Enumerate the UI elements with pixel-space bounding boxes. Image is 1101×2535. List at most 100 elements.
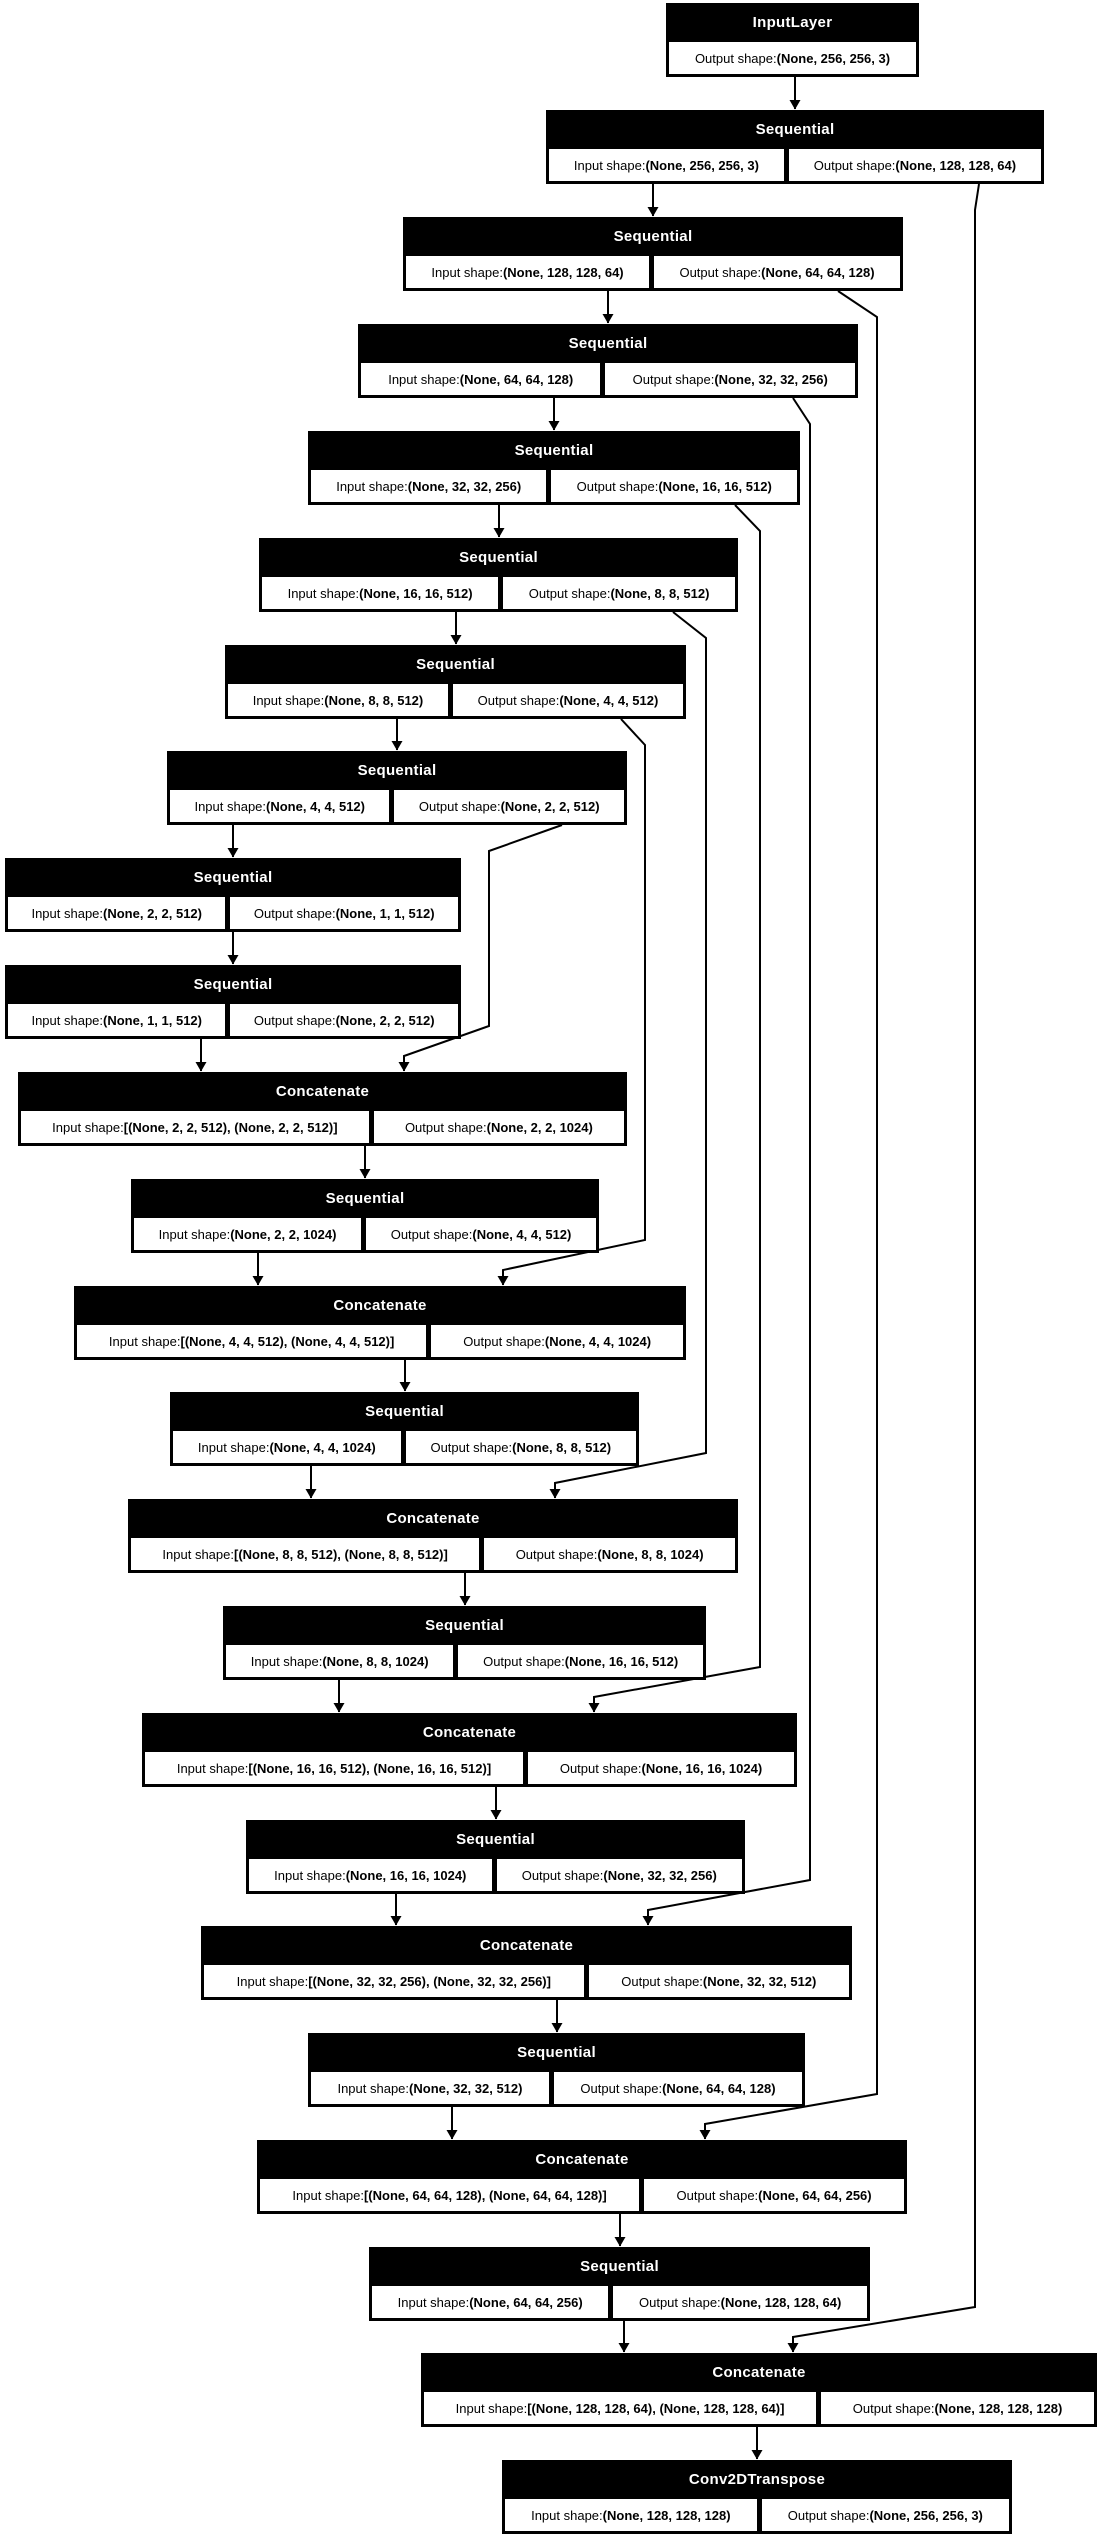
- edge-skip-6-12: [502, 718, 646, 1285]
- shape-value: [(None, 8, 8, 512), (None, 8, 8, 512)]: [233, 1546, 448, 1562]
- node-title: Concatenate: [712, 2363, 806, 2381]
- input-shape-cell: Input shape: [(None, 4, 4, 512), (None, …: [76, 1324, 428, 1358]
- shape-label: Input shape:: [431, 264, 503, 280]
- edge-chain-18-19-arrowhead: [551, 2023, 563, 2033]
- edge-chain-2-3-arrowhead: [602, 314, 614, 324]
- edge-skip-7-10: [403, 824, 563, 1071]
- node-shape-row: Input shape: (None, 64, 64, 256) Output s…: [371, 2285, 869, 2319]
- input-shape-cell: Input shape: (None, 128, 128, 64): [405, 255, 651, 289]
- edge-skip-3-18-arrowhead: [642, 1916, 654, 1926]
- shape-label: Output shape:: [813, 157, 896, 173]
- shape-value: [(None, 128, 128, 64), (None, 128, 128, …: [527, 2400, 785, 2416]
- input-shape-cell: Input shape: (None, 8, 8, 512): [227, 683, 449, 717]
- input-shape-cell: Input shape: [(None, 8, 8, 512), (None, …: [130, 1537, 481, 1571]
- shape-value: (None, 128, 128, 128): [602, 2507, 731, 2523]
- shape-label: Output shape:: [528, 585, 611, 601]
- node-title: Sequential: [514, 441, 594, 459]
- edge-skip-3-18: [647, 397, 811, 1925]
- shape-value: (None, 8, 8, 512): [610, 585, 710, 601]
- edge-chain-20-21-arrowhead: [614, 2237, 626, 2247]
- edge-skip-4-16-arrowhead: [588, 1703, 600, 1713]
- edge-skip-1-22: [792, 183, 980, 2352]
- input-shape-cell: Input shape: [(None, 16, 16, 512), (None…: [144, 1751, 524, 1785]
- node-title: Sequential: [517, 2043, 596, 2061]
- node-shape-row: Input shape: (None, 32, 32, 256)Output s…: [310, 469, 799, 503]
- shape-label: Output shape:: [576, 478, 659, 494]
- shape-label: Output shape:: [621, 1973, 703, 1989]
- shape-value: [(None, 64, 64, 128), (None, 64, 64, 128…: [363, 2187, 607, 2203]
- shape-label: Output shape:: [430, 1439, 513, 1455]
- edge-skip-4-16: [593, 504, 761, 1712]
- shape-label: Input shape:: [397, 2294, 470, 2310]
- node-title: Sequential: [613, 227, 693, 245]
- input-shape-cell: Input shape: (None, 2, 2, 1024): [133, 1217, 363, 1251]
- edge-chain-19-20-arrowhead: [446, 2130, 458, 2140]
- node-shape-row: Input shape: (None, 1, 1, 512)Output sha…: [7, 1003, 460, 1037]
- node-shape-row: Input shape: [(None, 32, 32, 256), (None…: [203, 1964, 851, 1998]
- node-shape-row: Input shape: (None, 2, 2, 512)Output sha…: [7, 896, 460, 930]
- output-shape-cell: Output shape: (None, 128, 128, 64): [612, 2285, 869, 2319]
- shape-label: Input shape:: [162, 1546, 234, 1562]
- edge-skip-7-10-arrowhead: [398, 1062, 410, 1072]
- output-shape-cell: Output shape: (None, 64, 64, 256): [643, 2178, 906, 2212]
- shape-value: (None, 8, 8, 1024): [322, 1653, 429, 1669]
- node-title: Sequential: [416, 655, 495, 673]
- shape-value: (None, 4, 4, 1024): [269, 1439, 376, 1455]
- shape-value: (None, 4, 4, 1024): [544, 1333, 652, 1349]
- output-shape-cell: Output shape: (None, 4, 4, 512): [365, 1217, 597, 1251]
- shape-value: (None, 256, 256, 3): [869, 2507, 983, 2523]
- input-shape-cell: Input shape: [(None, 64, 64, 128), (None…: [259, 2178, 641, 2212]
- input-shape-cell: Input shape: (None, 128, 128, 128): [504, 2498, 758, 2532]
- shape-label: Output shape:: [787, 2507, 870, 2523]
- shape-value: [(None, 4, 4, 512), (None, 4, 4, 512)]: [180, 1333, 395, 1349]
- shape-label: Input shape:: [250, 1653, 323, 1669]
- shape-value: (None, 16, 16, 512): [564, 1653, 679, 1669]
- edge-chain-14-15-arrowhead: [459, 1596, 471, 1606]
- input-shape-cell: Input shape: [(None, 32, 32, 256), (None…: [203, 1964, 585, 1998]
- node-title: Conv2DTranspose: [688, 2470, 826, 2488]
- node-shape-row: Output shape: (None, 256, 256, 3): [668, 41, 917, 75]
- shape-value: (None, 4, 4, 512): [472, 1226, 572, 1242]
- shape-value: (None, 64, 64, 256): [469, 2294, 583, 2310]
- node-title: Sequential: [568, 334, 648, 352]
- node-title: Sequential: [365, 1402, 444, 1420]
- node-title: Concatenate: [422, 1723, 517, 1741]
- node-shape-row: Input shape: (None, 16, 16, 1024)Output …: [248, 1858, 744, 1892]
- input-shape-cell: Input shape: (None, 16, 16, 512): [261, 576, 500, 610]
- shape-value: (None, 256, 256, 3): [776, 50, 891, 66]
- node-title: Concatenate: [479, 1936, 574, 1954]
- edge-skip-1-22-arrowhead: [787, 2343, 799, 2353]
- node-shape-row: Input shape: (None, 128, 128, 128)Output…: [504, 2498, 1010, 2532]
- node-shape-row: Input shape: [(None, 2, 2, 512), (None, …: [20, 1110, 626, 1144]
- node-shape-row: Input shape: (None, 8, 8, 512)Output sha…: [227, 683, 685, 717]
- output-shape-cell: Output shape: (None, 64, 64, 128): [653, 255, 902, 289]
- shape-label: Input shape:: [158, 1226, 231, 1242]
- shape-label: Input shape:: [252, 692, 325, 708]
- output-shape-cell: Output shape: (None, 64, 64, 128): [552, 2071, 804, 2105]
- shape-label: Output shape:: [483, 1653, 565, 1669]
- edge-chain-17-18-arrowhead: [390, 1916, 402, 1926]
- shape-label: Input shape:: [52, 1119, 124, 1135]
- node-shape-row: Input shape: (None, 32, 32, 512)Output s…: [310, 2071, 804, 2105]
- edge-skip-2-20-arrowhead: [699, 2130, 711, 2140]
- output-shape-cell: Output shape: (None, 256, 256, 3): [760, 2498, 1010, 2532]
- output-shape-cell: Output shape: (None, 2, 2, 512): [229, 1003, 460, 1037]
- node-shape-row: Input shape: [(None, 128, 128, 64), (Non…: [423, 2391, 1095, 2425]
- shape-value: (None, 16, 16, 1024): [345, 1867, 467, 1883]
- shape-value: (None, 32, 32, 512): [409, 2080, 523, 2096]
- shape-label: Output shape:: [632, 371, 715, 387]
- shape-label: Input shape:: [455, 2400, 528, 2416]
- edge-chain-0-1-arrowhead: [789, 100, 801, 110]
- input-shape-cell: Input shape: (None, 4, 4, 1024): [172, 1430, 402, 1464]
